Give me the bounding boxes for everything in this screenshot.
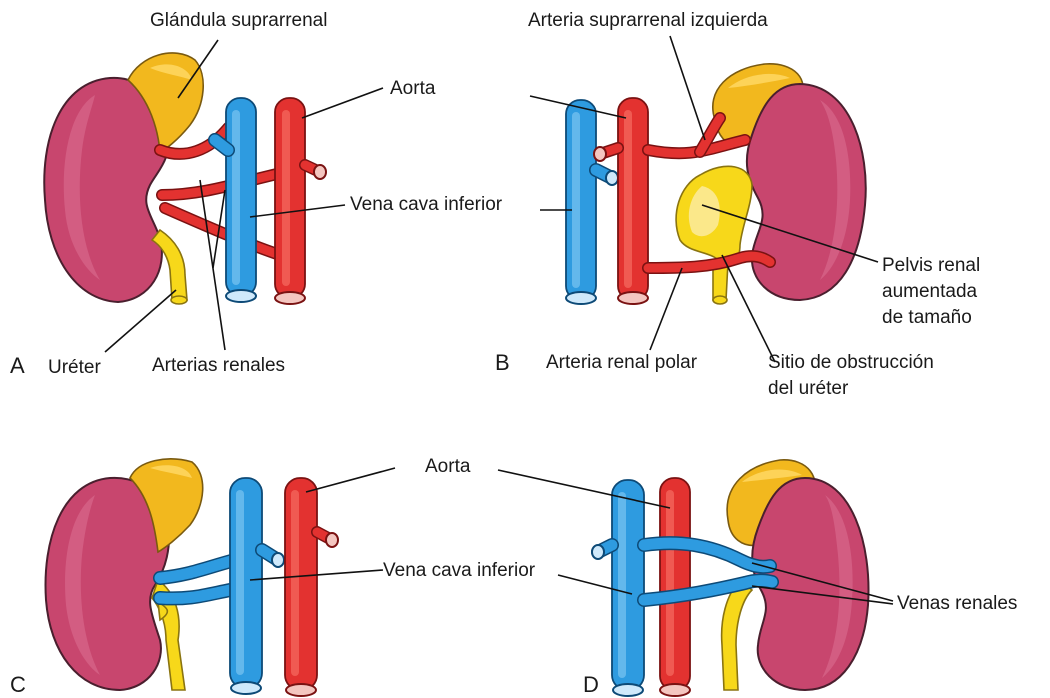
panel-a: Glándula suprarrenal Aorta Vena cava inf… [10, 10, 503, 378]
label-pelvis-2: aumentada [882, 281, 978, 302]
ivc-d [592, 480, 644, 696]
label-polar-artery: Arteria renal polar [546, 352, 698, 373]
panel-letter-b: B [495, 350, 510, 375]
aorta-a [275, 98, 326, 304]
label-ivc-bottom: Vena cava inferior [383, 560, 536, 581]
panel-letter-c: C [10, 672, 26, 697]
panel-letter-a: A [10, 353, 25, 378]
label-ivc-a: Vena cava inferior [350, 194, 503, 215]
label-pelvis-3: de tamaño [882, 307, 972, 328]
label-adrenal-gland: Glándula suprarrenal [150, 10, 327, 31]
label-left-adrenal-artery: Arteria suprarrenal izquierda [528, 10, 768, 31]
label-ureter: Uréter [48, 357, 101, 378]
panel-letter-d: D [583, 672, 599, 697]
ivc-b [566, 100, 618, 304]
label-aorta-a: Aorta [390, 78, 436, 99]
panel-c: C [10, 459, 338, 697]
panel-d: D [583, 460, 868, 697]
label-obstruction-2: del uréter [768, 378, 849, 399]
label-obstruction-1: Sitio de obstrucción [768, 352, 934, 373]
label-aorta-bottom: Aorta [425, 456, 471, 477]
aorta-c [285, 478, 338, 696]
panel-b: Arteria suprarrenal izquierda Pelvis ren… [495, 10, 980, 399]
label-renal-arteries: Arterias renales [152, 355, 285, 376]
ivc-c [230, 478, 284, 694]
label-pelvis-1: Pelvis renal [882, 255, 980, 276]
aorta-d [660, 478, 690, 696]
label-renal-veins: Venas renales [897, 593, 1017, 614]
